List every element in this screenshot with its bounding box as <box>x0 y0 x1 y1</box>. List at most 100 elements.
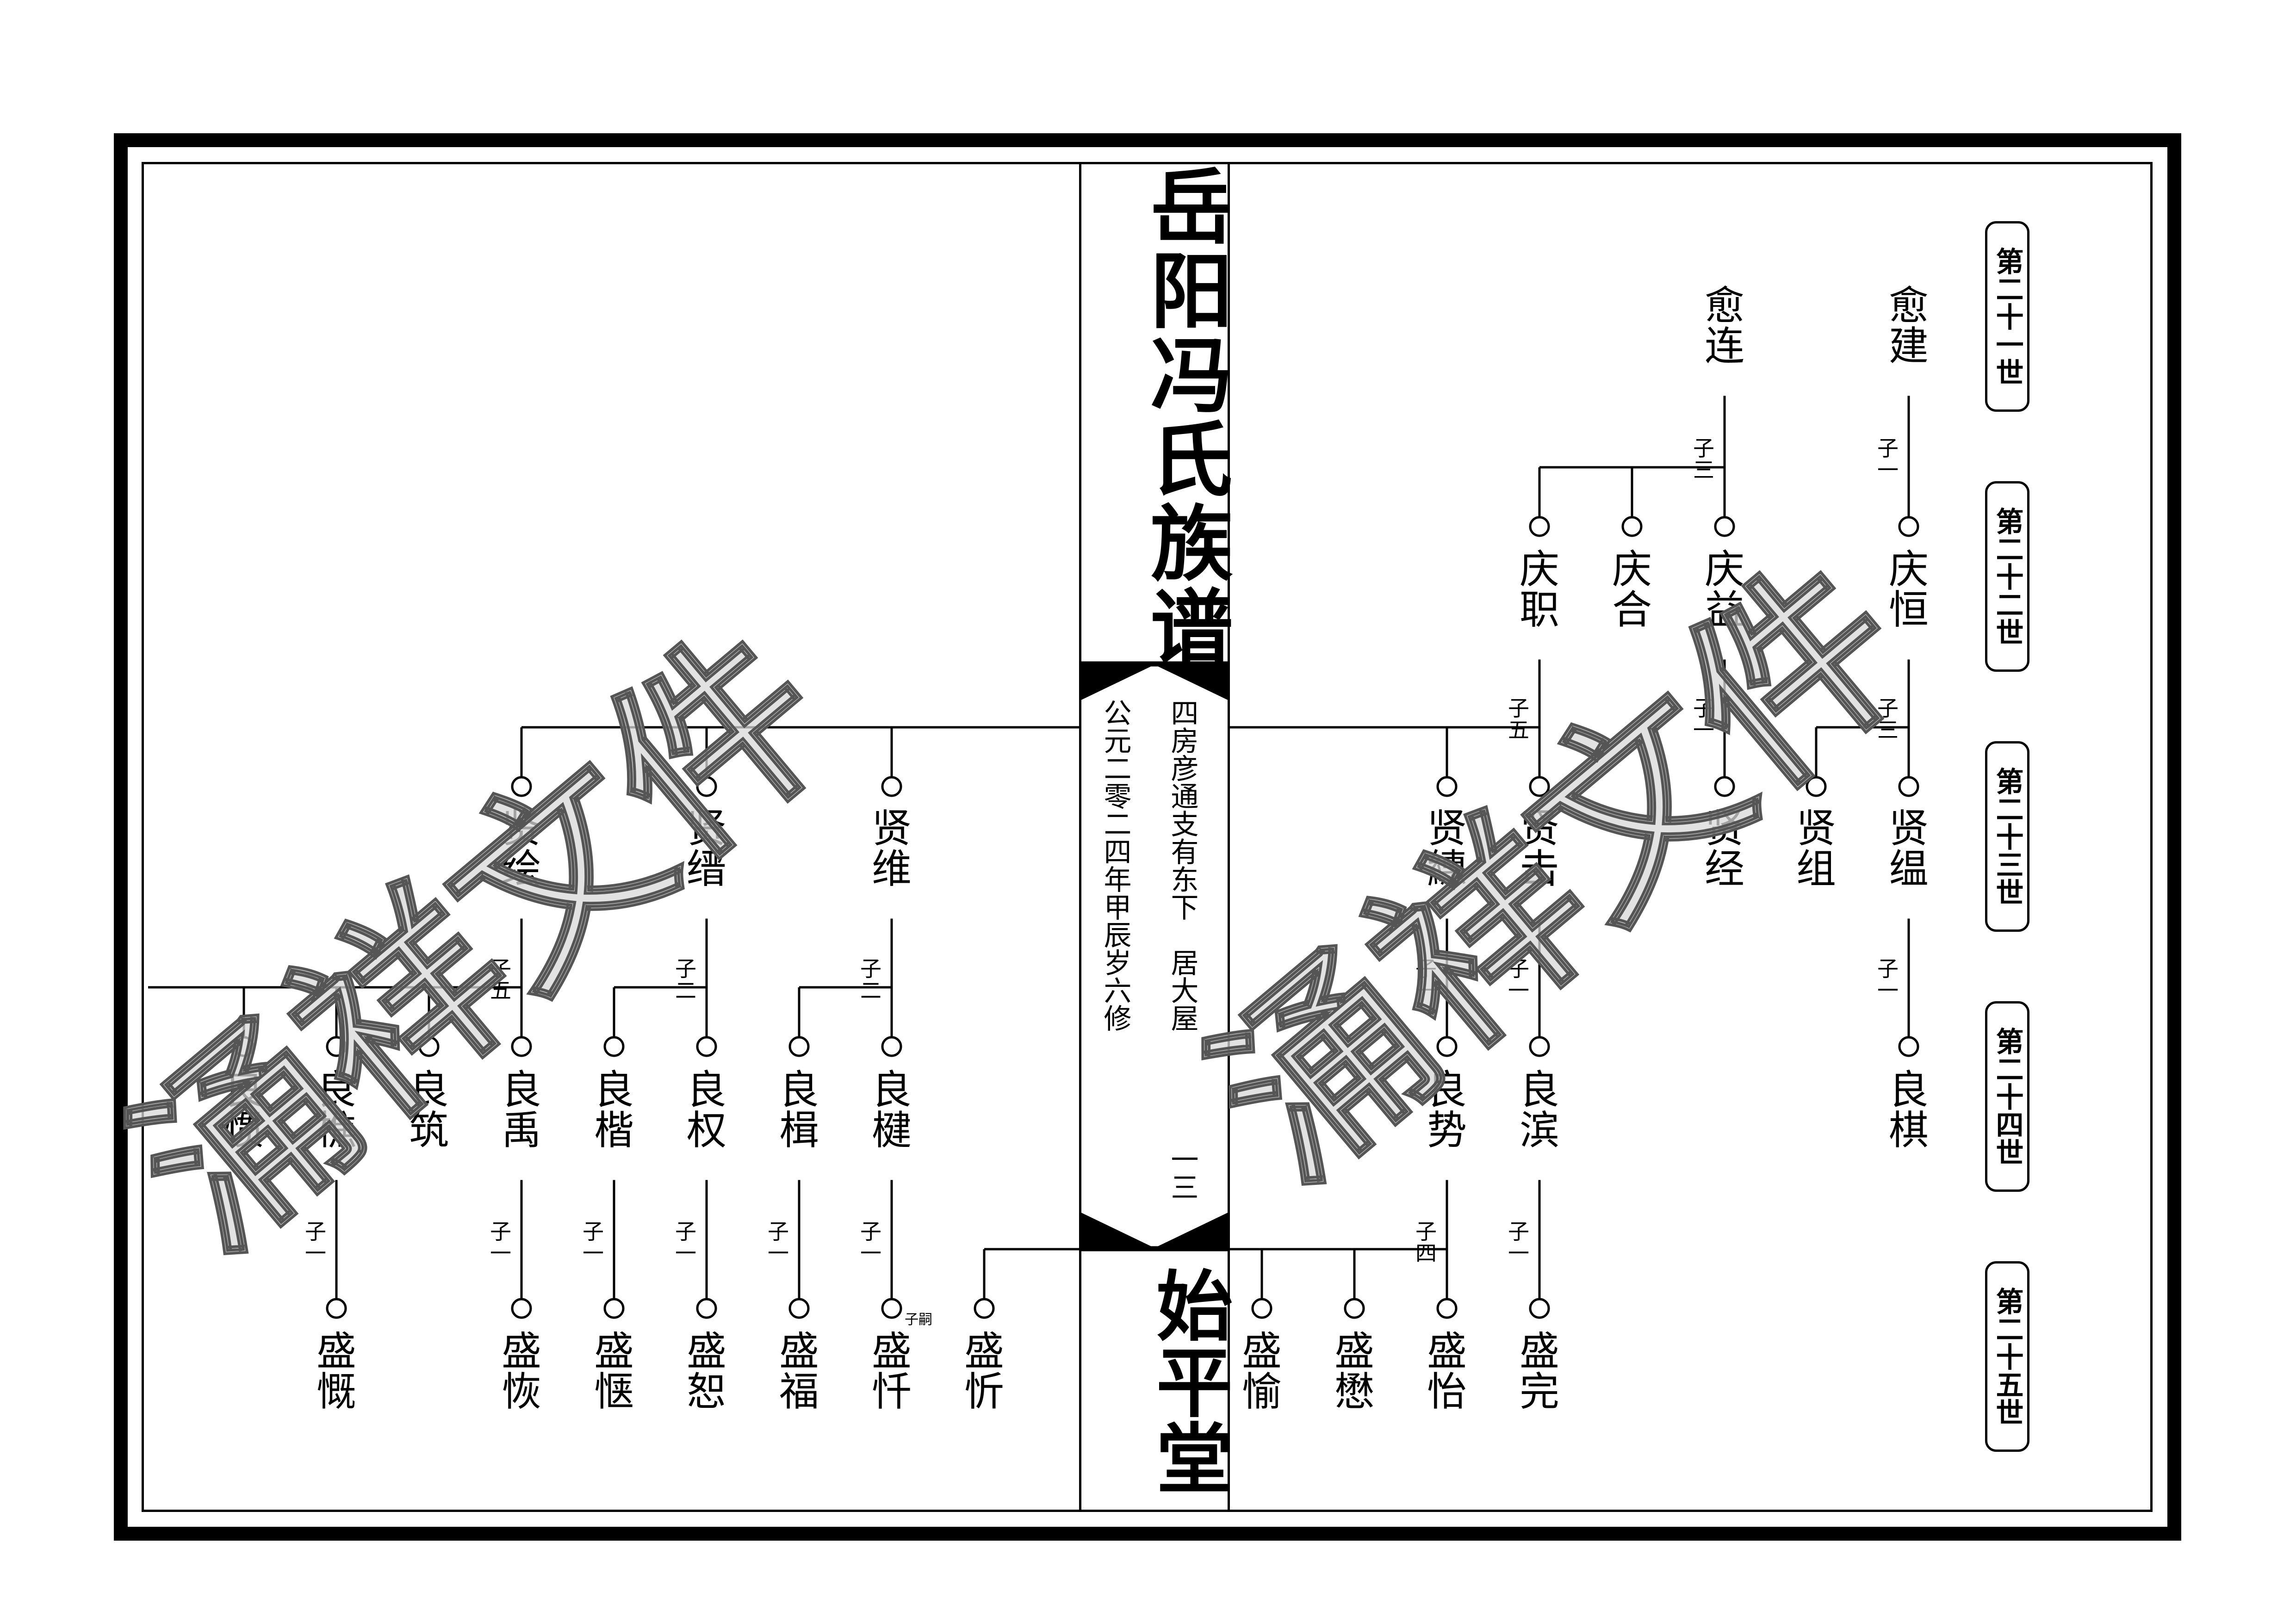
xianwei-node <box>881 776 902 797</box>
person-qingyi: 庆益 <box>1705 546 1744 633</box>
xianjin-node <box>696 776 717 797</box>
liangqi-node <box>1898 1036 1919 1057</box>
shengfu-node <box>788 1298 810 1319</box>
person-liangquan: 良权 <box>687 1067 726 1154</box>
generation-23: 第二十三世 <box>1985 741 2029 932</box>
person-shengqian: 盛忏 <box>872 1328 912 1415</box>
shengyu-node <box>1251 1298 1272 1319</box>
person-liangyu: 良禹 <box>502 1067 541 1154</box>
spine-ornament <box>1154 662 1229 700</box>
shengqie-node <box>603 1298 625 1319</box>
person-xianyun: 贤缊 <box>1889 805 1929 892</box>
person-liangjie: 良楷 <box>594 1067 634 1154</box>
person-shengqie: 盛惬 <box>594 1328 634 1415</box>
child-count-yulian: 子三 <box>1693 436 1714 483</box>
liangzhu-node <box>418 1036 440 1057</box>
child-count-xianjin: 子二 <box>675 956 696 1003</box>
liangbin-node <box>1529 1036 1550 1057</box>
person-qingheng: 庆恒 <box>1889 546 1929 633</box>
note-shengqian: 子嗣 <box>905 1312 932 1328</box>
inner-border <box>142 162 2153 1512</box>
generation-21: 第二十一世 <box>1985 221 2029 412</box>
child-count-qingyi: 子一 <box>1693 696 1714 743</box>
spine-band <box>1080 1246 1229 1251</box>
person-qingzhi: 庆职 <box>1520 546 1559 633</box>
person-shengshu: 盛恕 <box>687 1328 726 1415</box>
shengyi-node <box>1436 1298 1458 1319</box>
shengkai-node <box>326 1298 347 1319</box>
shengqian-node <box>881 1298 902 1319</box>
child-count-xianhui: 子五 <box>490 956 511 1003</box>
outer-border <box>114 133 2181 1541</box>
child-count-liangjie: 子一 <box>583 1219 604 1266</box>
book-title: 岳阳冯氏族谱 <box>1137 164 1234 669</box>
qingyi-node <box>1714 516 1735 537</box>
child-count-qingheng: 子三 <box>1877 696 1899 743</box>
person-shengyu: 盛愉 <box>1242 1328 1282 1415</box>
liangji-node <box>788 1036 810 1057</box>
liangqiao-node <box>326 1036 347 1057</box>
person-liangbin: 良滨 <box>1520 1067 1559 1154</box>
spine-ornament <box>1080 1212 1155 1251</box>
revision-line: 公元二零二四年甲辰岁六修 <box>1099 699 1131 1032</box>
person-liangguan: 良惯 <box>224 1067 264 1154</box>
qinghe-node <box>1621 516 1643 537</box>
xianjing-node <box>1714 776 1735 797</box>
liangguan-node <box>233 1036 254 1057</box>
child-count-liangyu: 子一 <box>490 1219 511 1266</box>
qingheng-node <box>1898 516 1919 537</box>
liangjian-node <box>881 1036 902 1057</box>
center-spine <box>1079 162 1230 1512</box>
person-xianjing: 贤经 <box>1705 805 1744 892</box>
child-count-yujian: 子一 <box>1877 436 1899 483</box>
xiansui-node <box>1436 776 1458 797</box>
person-liangjian: 良楗 <box>872 1067 912 1154</box>
person-shengyi: 盛怡 <box>1427 1328 1467 1415</box>
liangshi-node <box>1436 1036 1458 1057</box>
person-yulian: 愈连 <box>1705 283 1744 370</box>
person-shenghui: 盛恢 <box>502 1328 541 1415</box>
watermark-left: 涌祥文件 <box>94 588 870 1294</box>
person-liangshi: 良势 <box>1427 1067 1467 1154</box>
person-xianji: 贤击 <box>1520 805 1559 892</box>
liangyu-node <box>511 1036 532 1057</box>
liangjie-node <box>603 1036 625 1057</box>
shengshu-node <box>696 1298 717 1319</box>
child-count-liangjian: 子一 <box>860 1219 881 1266</box>
person-liangqi: 良棋 <box>1889 1067 1929 1154</box>
child-count-xiansui: 子一 <box>1415 956 1437 1003</box>
generation-22: 第二十二世 <box>1985 481 2029 672</box>
child-count-liangbin: 子一 <box>1508 1219 1529 1266</box>
child-count-liangqiao: 子一 <box>305 1219 326 1266</box>
qingzhi-node <box>1529 516 1550 537</box>
shengmao-node <box>1344 1298 1365 1319</box>
generation-24: 第二十四世 <box>1985 1001 2029 1192</box>
xianyun-node <box>1898 776 1919 797</box>
spine-ornament <box>1154 1212 1229 1251</box>
person-shengwan: 盛完 <box>1520 1328 1559 1415</box>
child-count-xianwei: 子二 <box>860 956 881 1003</box>
xianji-node <box>1529 776 1550 797</box>
person-shengxin: 盛忻 <box>964 1328 1004 1415</box>
person-shengfu: 盛福 <box>779 1328 819 1415</box>
person-shengkai: 盛慨 <box>316 1328 356 1415</box>
branch-line: 四房彦通支有东下 居大屋 <box>1166 699 1198 1032</box>
person-shengmao: 盛懋 <box>1334 1328 1374 1415</box>
generation-25: 第二十五世 <box>1985 1261 2029 1452</box>
person-xiansui: 贤繐 <box>1427 805 1467 892</box>
person-qinghe: 庆合 <box>1612 546 1652 633</box>
xianhui-node <box>511 776 532 797</box>
person-liangji: 良楫 <box>779 1067 819 1154</box>
child-count-liangji: 子一 <box>768 1219 789 1266</box>
person-xianwei: 贤维 <box>872 805 912 892</box>
person-liangqiao: 良樵 <box>316 1067 356 1154</box>
child-count-qingzhi: 子五 <box>1508 696 1529 743</box>
child-count-xianji: 子一 <box>1508 956 1529 1003</box>
person-xianjin: 贤缙 <box>687 805 726 892</box>
liangquan-node <box>696 1036 717 1057</box>
spine-ornament <box>1080 662 1155 700</box>
xianzu-node <box>1806 776 1827 797</box>
shenghui-node <box>511 1298 532 1319</box>
hall-name: 始平堂 <box>1143 1266 1233 1495</box>
